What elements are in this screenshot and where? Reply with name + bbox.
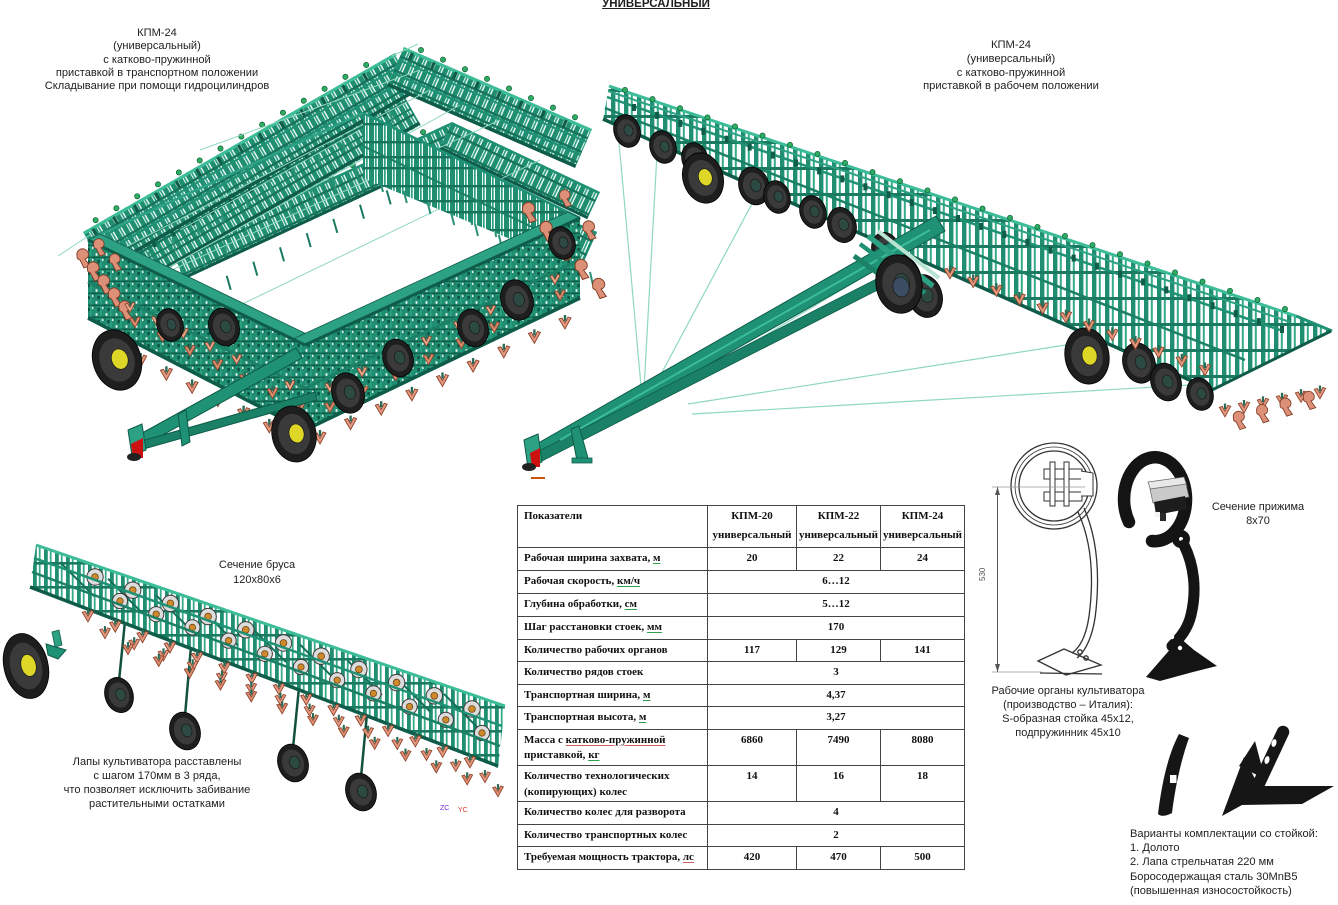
- svg-text:YC: YC: [458, 807, 468, 814]
- svg-text:ZC: ZC: [440, 805, 449, 812]
- svg-text:530: 530: [978, 567, 987, 581]
